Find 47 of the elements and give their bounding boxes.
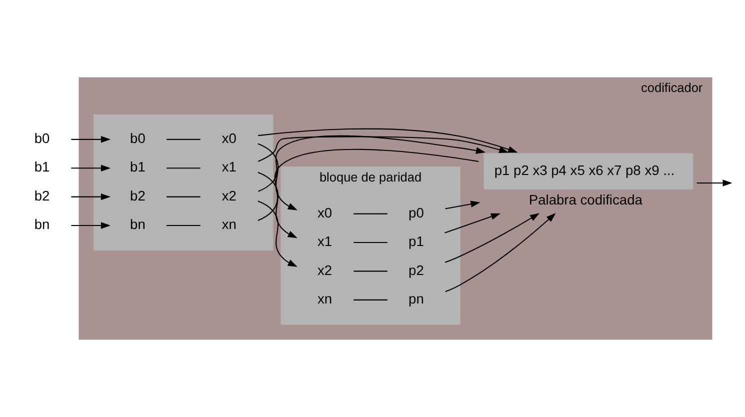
arrow (445, 200, 480, 210)
arrow (258, 136, 509, 162)
node-box: p1 p2 x3 p4 x5 x6 x7 p8 x9 ... (484, 153, 694, 190)
node-text: xn (318, 290, 332, 307)
node-text: x0 (222, 130, 236, 146)
cluster (94, 114, 274, 250)
connector (166, 196, 200, 198)
node-text: x2 (222, 187, 236, 204)
arrow (71, 164, 111, 172)
node-text: b1 (34, 158, 50, 175)
node-text: b0 (130, 130, 146, 146)
node-text: pn (408, 290, 424, 307)
connector (354, 270, 388, 272)
arrow (258, 143, 298, 210)
connector (166, 138, 200, 140)
node-text: p0 (408, 204, 424, 220)
arrow (258, 200, 298, 267)
node-label: Palabra codificada (528, 192, 642, 208)
node-text: x1 (318, 233, 332, 250)
connector (166, 224, 200, 226)
connector (258, 148, 479, 221)
arrow (258, 128, 518, 153)
connector (166, 168, 200, 169)
arrow (258, 172, 298, 238)
node-text: b2 (130, 187, 146, 204)
arrow (445, 213, 556, 292)
node-text: x0 (318, 204, 332, 220)
connector (354, 242, 388, 244)
node-text: xn (222, 216, 236, 232)
connector (354, 213, 388, 214)
arrow (71, 222, 111, 229)
connector (354, 299, 388, 300)
node-text: x2 (318, 262, 332, 278)
node-text: b0 (34, 130, 50, 146)
arrow (258, 135, 486, 192)
arrow (71, 136, 111, 143)
arrow (444, 213, 501, 234)
arrow (444, 213, 540, 263)
arrow (696, 180, 732, 186)
node-text: p2 (408, 262, 424, 278)
node-text: p1 (408, 233, 424, 250)
node-text: x1 (222, 158, 236, 175)
node-text: b2 (34, 187, 50, 204)
node-text: bn (34, 216, 50, 232)
node-text: b1 (130, 158, 146, 175)
node-text: bn (130, 216, 146, 232)
arrow (71, 193, 111, 200)
